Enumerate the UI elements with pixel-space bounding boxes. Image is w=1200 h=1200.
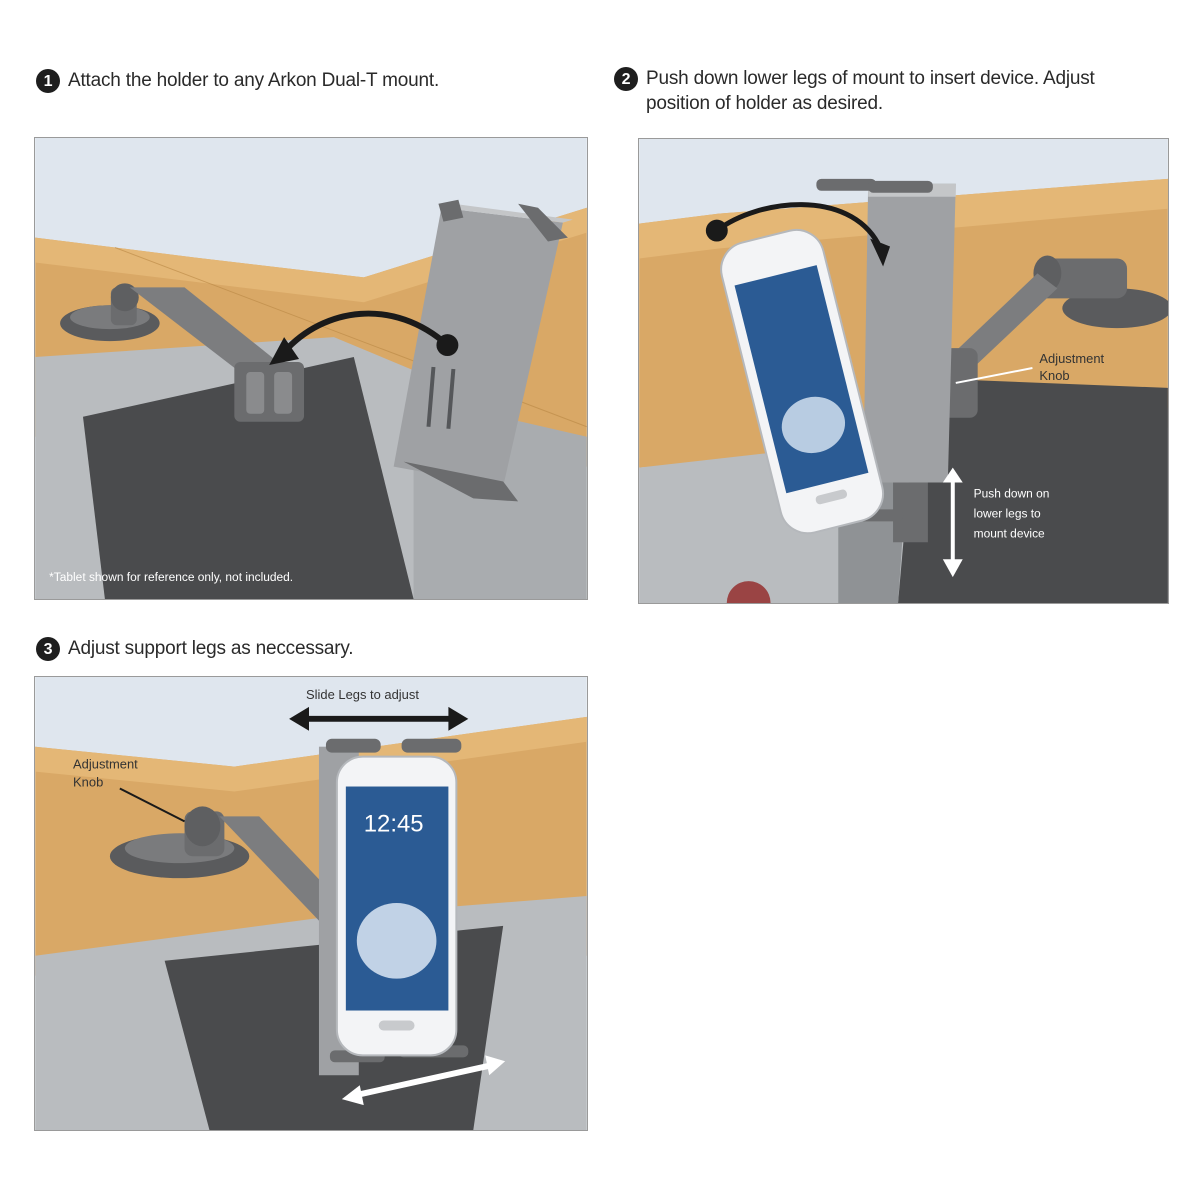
step-text: Attach the holder to any Arkon Dual-T mo… [68,70,440,91]
knob-label-line: Knob [73,775,103,790]
knob-label-line: Adjustment [73,757,138,772]
step-1-caption: 1 Attach the holder to any Arkon Dual-T … [36,68,439,93]
illustration-insert-device: Adjustment Knob Push down on lower legs … [639,139,1168,603]
illustration-attach-holder: *Tablet shown for reference only, not in… [35,138,587,599]
phone-clock: 12:45 [364,810,424,837]
push-label-line: mount device [974,526,1045,540]
illustration-adjust-legs: 12:45 Slide Legs to adjust Adjustment Kn… [35,677,587,1130]
slide-label: Slide Legs to adjust [306,687,419,702]
step-number: 1 [36,69,60,93]
panel-step-3: 12:45 Slide Legs to adjust Adjustment Kn… [34,676,588,1131]
step-2-caption: 2 Push down lower legs of mount to inser… [614,66,1095,116]
step-number: 3 [36,637,60,661]
step-text-line: Push down lower legs of mount to insert … [646,68,1095,89]
knob-label-line: Adjustment [1039,351,1104,366]
step-text-line: position of holder as desired. [646,93,883,114]
step-3-caption: 3 Adjust support legs as neccessary. [36,636,354,661]
panel-step-2: Adjustment Knob Push down on lower legs … [638,138,1169,604]
footnote: *Tablet shown for reference only, not in… [49,570,293,584]
panel-step-1: *Tablet shown for reference only, not in… [34,137,588,600]
knob-label-line: Knob [1039,368,1069,383]
step-text: Push down lower legs of mount to insert … [646,66,1095,116]
step-number: 2 [614,67,638,91]
push-label-line: lower legs to [974,506,1041,520]
step-text: Adjust support legs as neccessary. [68,638,354,659]
push-label-line: Push down on [974,486,1050,500]
